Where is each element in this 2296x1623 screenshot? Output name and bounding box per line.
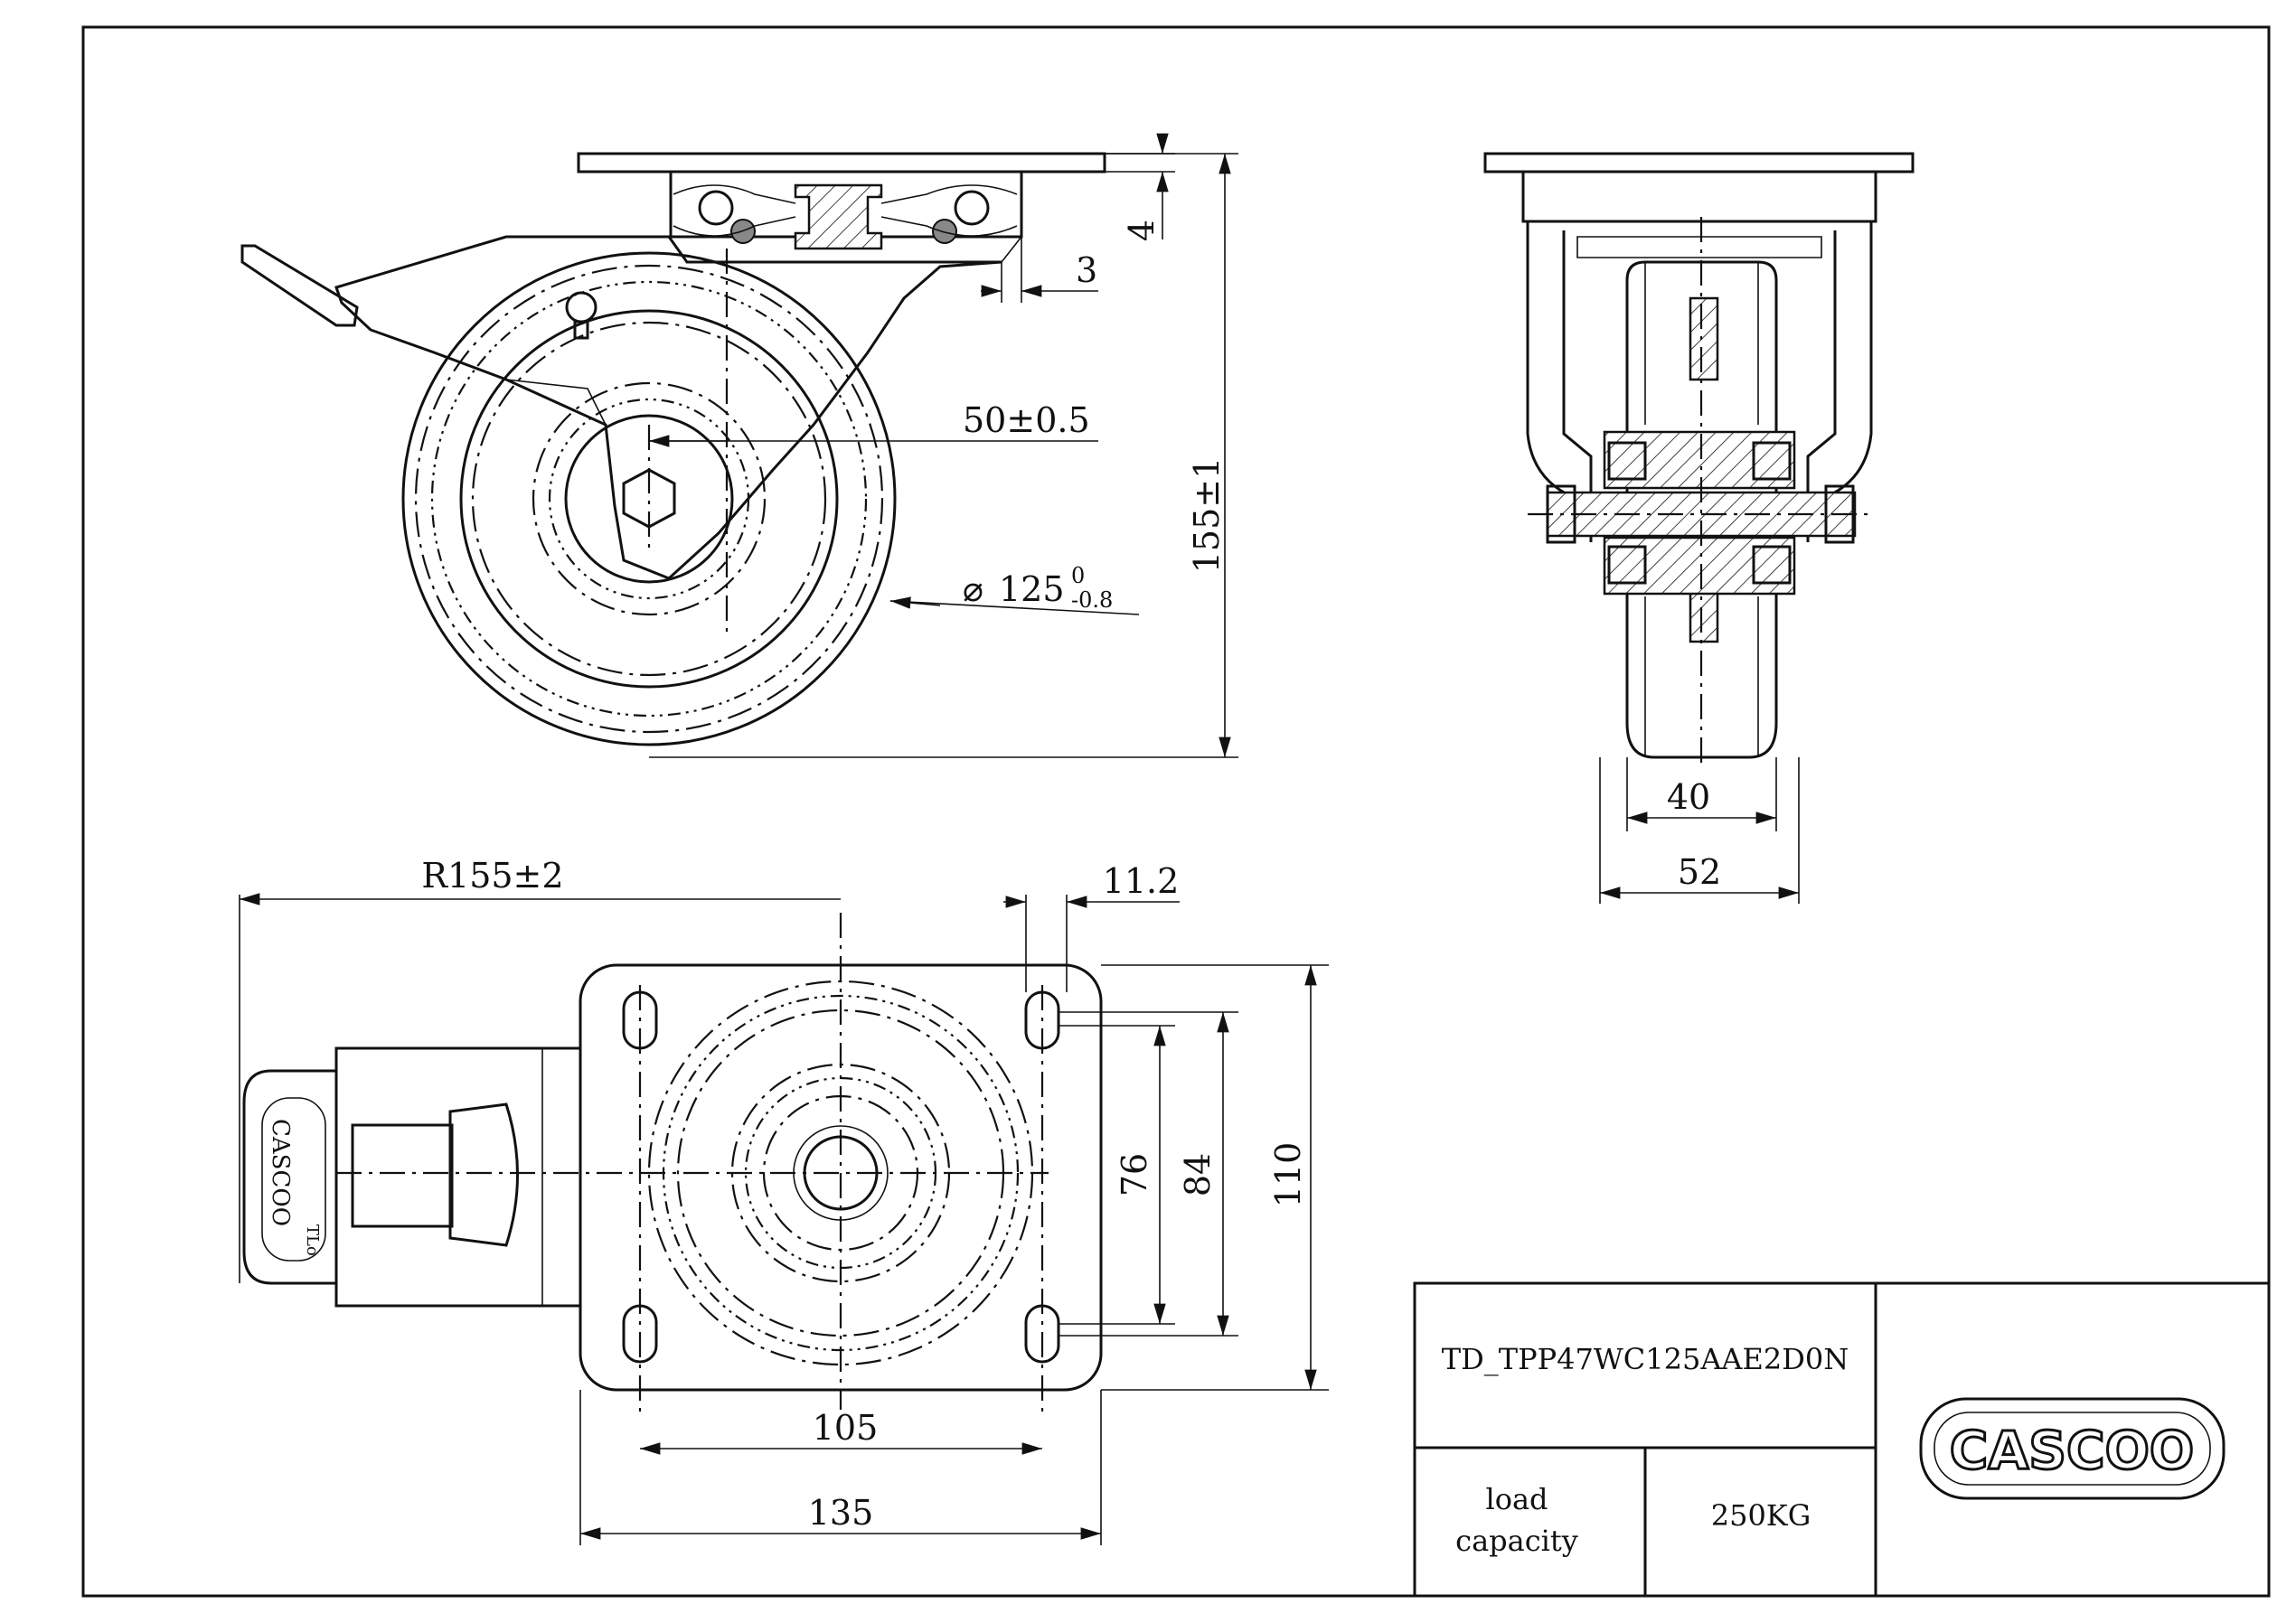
dim-slot-width: 11.2 (1103, 861, 1180, 901)
sheet-border (81, 25, 2271, 1598)
dim-hole-span-short-outer: 84 (1178, 1153, 1218, 1196)
load-value: 250KG (1711, 1498, 1811, 1533)
logo-text: CASCOO (1950, 1420, 2194, 1481)
bearing-ball-right (954, 190, 990, 226)
title-block: TD_TPP47WC125AAE2D0N load capacity 250KG… (1413, 1281, 2271, 1598)
brake-lever (240, 244, 359, 327)
dim-wheel-tol-upper: 0 (1071, 563, 1085, 588)
dim-plate-thickness: 4 (1122, 220, 1162, 241)
side-view: 4 3 50±0.5 ⌀ 125 0 -0.8 155±1 (240, 133, 1238, 758)
part-number: TD_TPP47WC125AAE2D0N (1442, 1342, 1849, 1376)
bearing-ball-left (698, 190, 734, 226)
side-wheel-outer (401, 251, 897, 746)
dim-overall-height: 155±1 (1187, 457, 1227, 574)
dim-plate-width: 110 (1268, 1142, 1308, 1208)
load-label-line2: capacity (1455, 1524, 1578, 1558)
brake-pedal-marking-suffix: TLo (303, 1224, 322, 1256)
brake-pedal-marking: CASCOO (267, 1119, 294, 1226)
side-top-plate (577, 152, 1106, 174)
dim-swivel-radius: R155±2 (421, 856, 563, 896)
logo-badge (1919, 1397, 2225, 1500)
dim-plate-length: 135 (808, 1493, 874, 1533)
dim-swivel-offset: 3 (1076, 250, 1097, 290)
front-top-plate (1483, 152, 1915, 174)
front-wheel (1625, 260, 1778, 759)
brake-housing (334, 1046, 582, 1308)
dim-offset: 50±0.5 (963, 400, 1090, 440)
front-view: 40 52 (1483, 152, 1915, 904)
dim-leg-width: 52 (1678, 852, 1721, 892)
dim-wheel-diameter: 125 (999, 569, 1065, 609)
dim-wheel-width: 40 (1667, 777, 1710, 817)
dim-hole-span-short: 76 (1115, 1153, 1154, 1196)
dim-wheel-tol-lower: -0.8 (1071, 587, 1113, 613)
dim-hole-span-long: 105 (813, 1408, 879, 1448)
load-label-line1: load (1485, 1482, 1548, 1516)
brake-pedal (242, 1069, 336, 1285)
dim-wheel-diameter-symbol: ⌀ (963, 569, 983, 609)
top-view: CASCOO TLo R155±2 11.2 76 84 11 (239, 856, 1329, 1545)
